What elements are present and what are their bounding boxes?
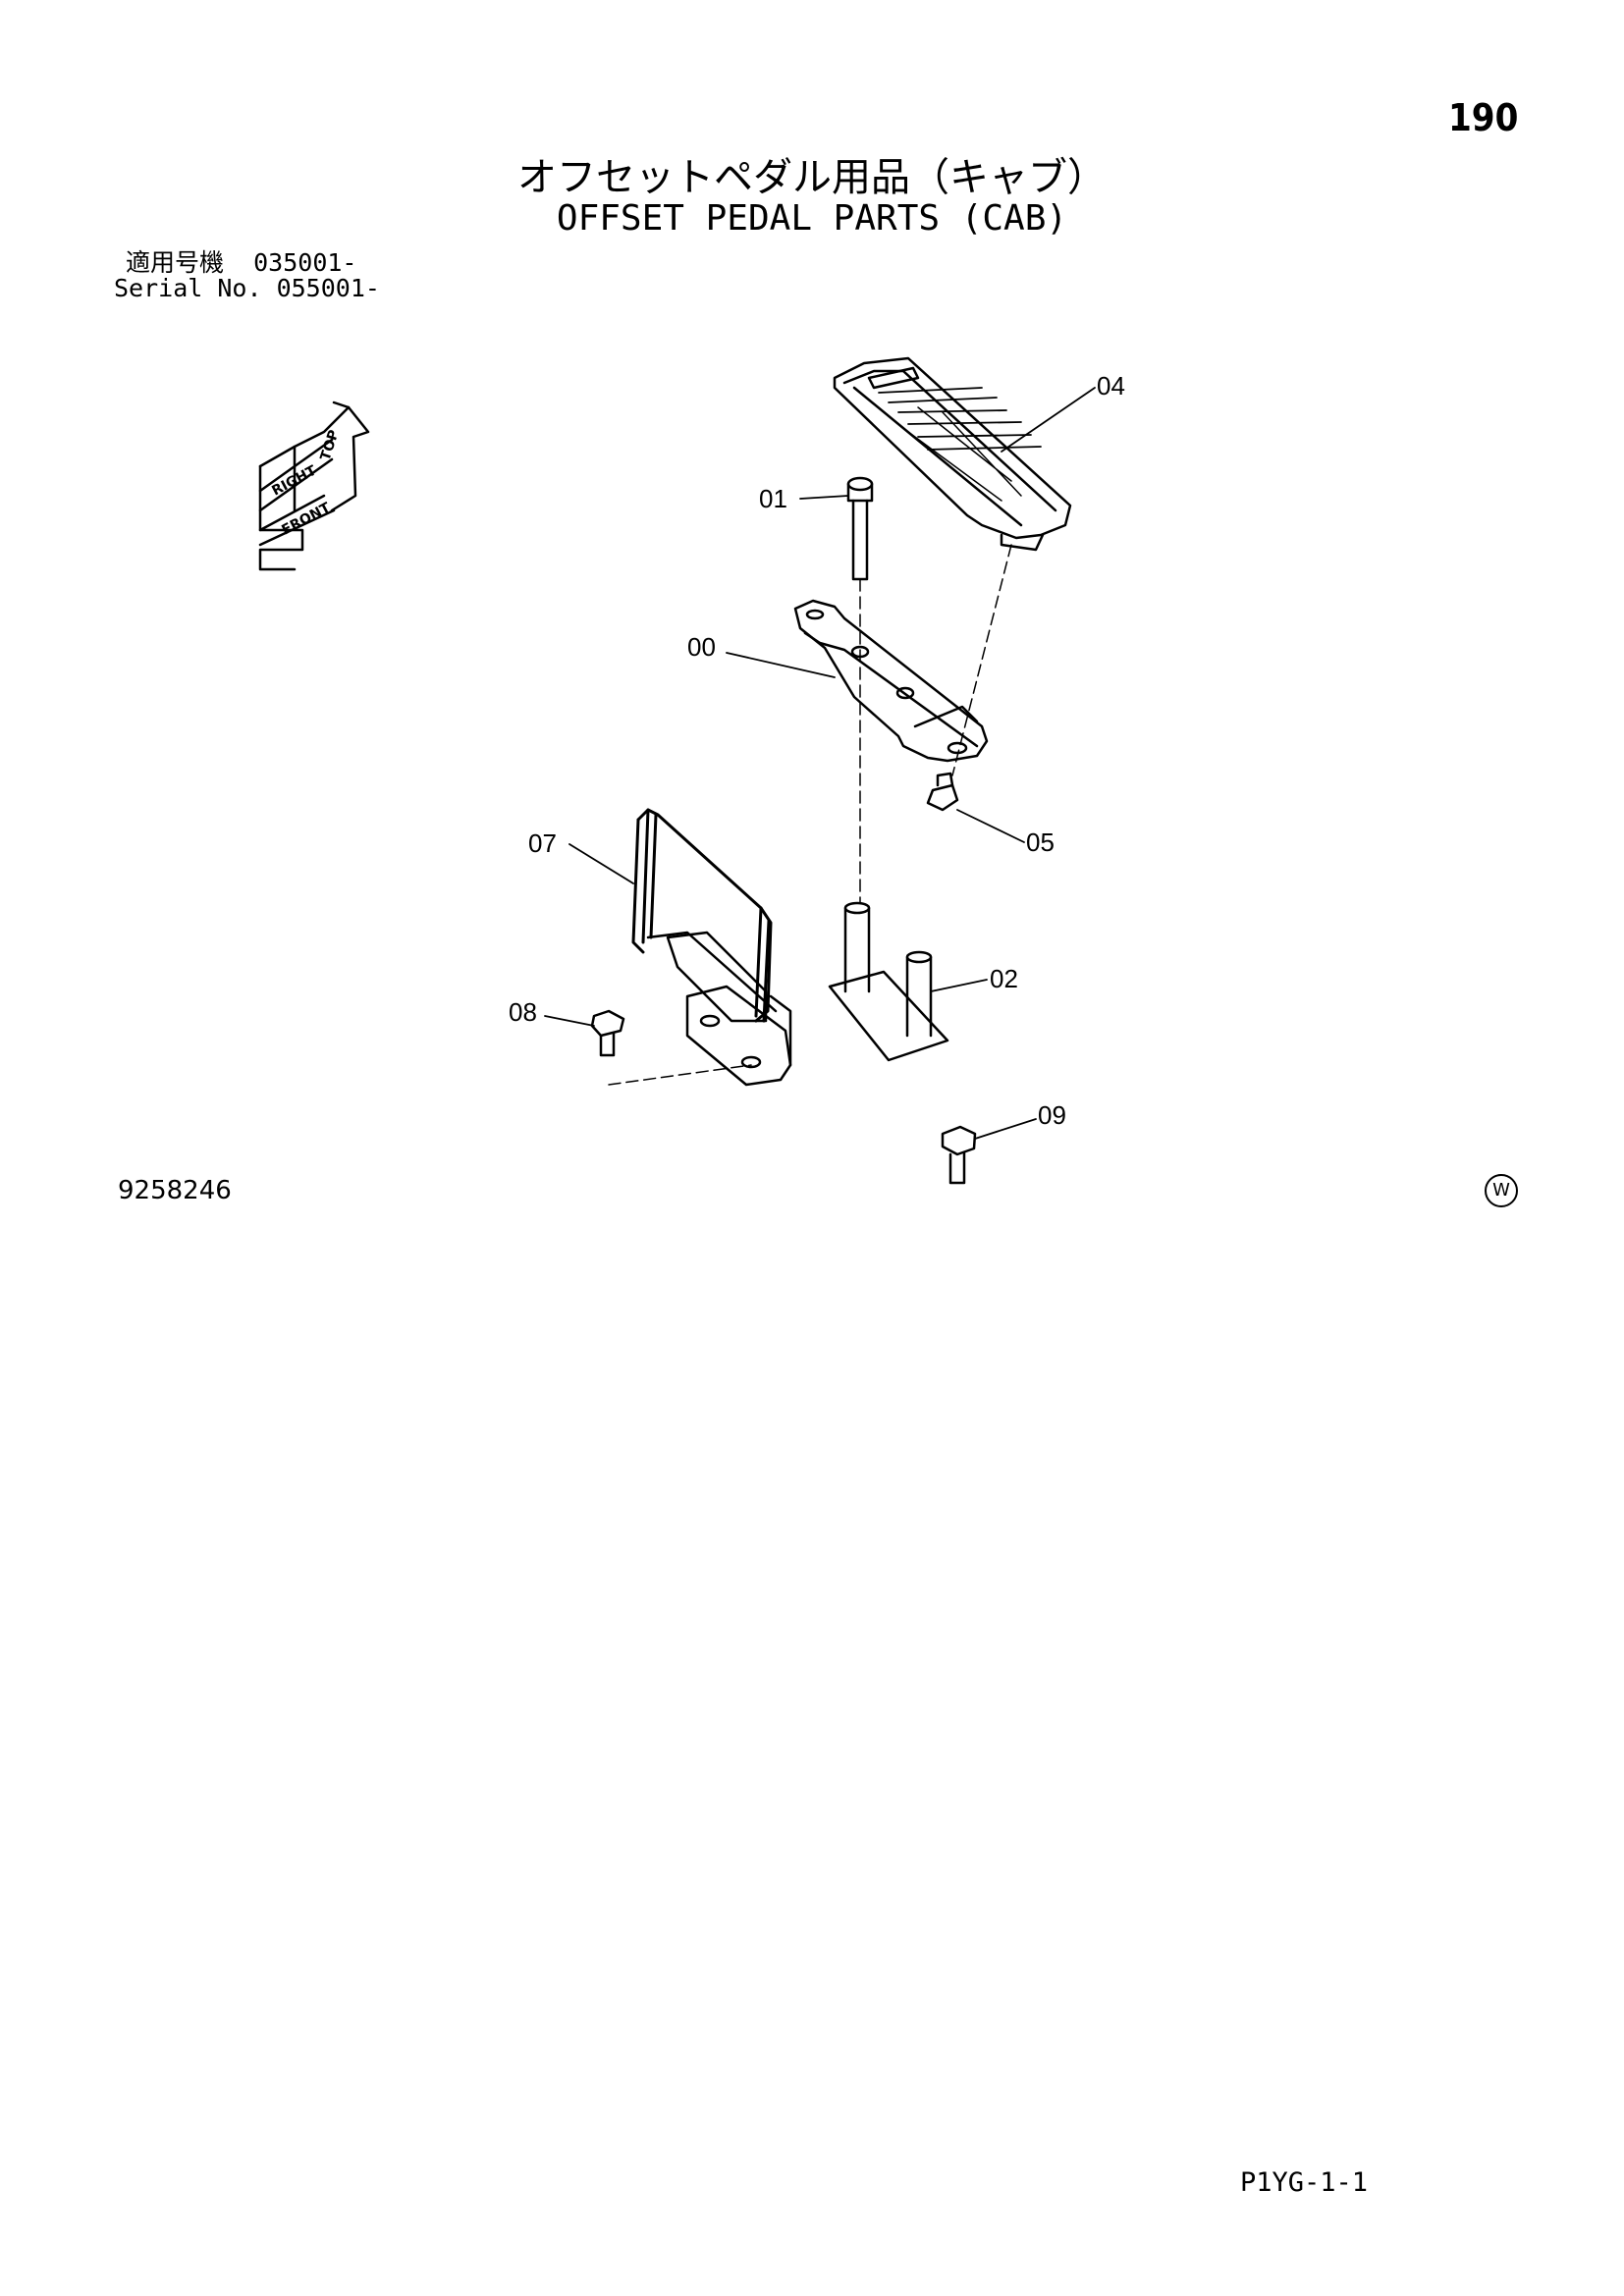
callout-00: 00 [687,632,716,662]
callout-09: 09 [1038,1100,1066,1130]
drawing-number: 9258246 [118,1176,232,1205]
part-01-bolt [846,476,874,581]
callout-07: 07 [528,828,557,858]
callout-01: 01 [759,484,787,513]
callout-04: 04 [1097,371,1125,400]
callout-02: 02 [990,964,1018,993]
part-02-stand [828,901,949,1062]
part-09-bolt [941,1125,977,1185]
serial-row-japanese: 適用号機 035001- [126,250,356,276]
alignment-lines [608,544,1012,1086]
part-05-nut [926,772,959,812]
orientation-indicator: TOP RIGHT FRONT [258,400,370,571]
title-english: OFFSET PEDAL PARTS (CAB) [556,198,1068,239]
part-00-bracket [793,599,989,763]
title-japanese: オフセットペダル用品（キャブ） [517,155,1107,200]
callout-08: 08 [509,997,537,1027]
serial-row-english: Serial No. 055001- [114,276,380,301]
callout-05: 05 [1026,828,1055,857]
leader-lines [544,387,1096,1140]
serial-label-japanese: 適用号機 [126,248,225,277]
part-04-pedal [833,356,1072,552]
serial-label-english: Serial No. [114,274,262,302]
serial-value-english: 055001- [276,274,380,302]
page-number: 190 [1448,96,1519,139]
serial-value-japanese: 035001- [253,248,357,277]
part-07-handle [631,808,792,1087]
part-08-bolt [590,1009,625,1057]
reference-code: P1YG-1-1 [1240,2167,1369,2198]
w-mark-icon: W [1485,1174,1518,1207]
callout-labels: 04 01 00 05 07 02 08 09 [509,371,1125,1130]
